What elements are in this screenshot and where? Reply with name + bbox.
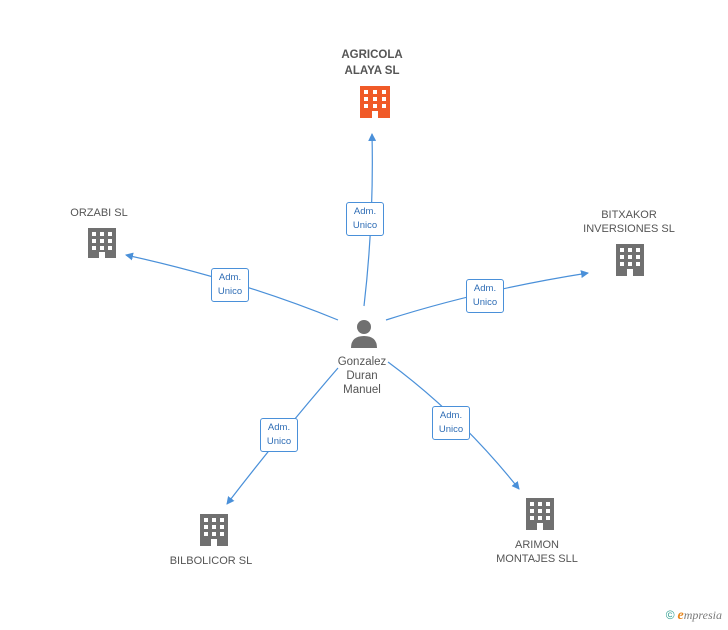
relation-label-orzabi: Adm. Unico — [211, 268, 249, 302]
relation-label-agricola: Adm. Unico — [346, 202, 384, 236]
company-label-agricola[interactable]: AGRICOLA ALAYA SL — [322, 47, 422, 79]
relation-line: Unico — [438, 424, 464, 435]
label-line: ALAYA SL — [344, 65, 400, 77]
relation-line: Adm. — [473, 283, 497, 294]
company-label-arimon[interactable]: ARIMON MONTAJES SLL — [482, 538, 592, 566]
label-line: Gonzalez — [337, 356, 387, 368]
relation-line: Adm. — [267, 422, 291, 433]
person-label[interactable]: Gonzalez Duran Manuel — [322, 355, 402, 397]
company-label-bilbolicor[interactable]: BILBOLICOR SL — [156, 554, 266, 568]
relation-line: Adm. — [439, 410, 463, 421]
copyright-icon: © — [665, 608, 675, 622]
label-line: INVERSIONES SL — [583, 223, 675, 235]
label-line: MONTAJES SLL — [496, 553, 578, 565]
relation-line: Unico — [352, 220, 378, 231]
label-line: Manuel — [343, 384, 381, 396]
building-icon[interactable] — [616, 244, 644, 276]
brand-logo-text: mpresia — [683, 608, 722, 622]
relation-label-bitxakor: Adm. Unico — [466, 279, 504, 313]
label-line: ARIMON — [515, 539, 559, 551]
company-label-bitxakor[interactable]: BITXAKOR INVERSIONES SL — [569, 208, 689, 236]
label-line: BITXAKOR — [601, 209, 657, 221]
relation-label-bilbolicor: Adm. Unico — [260, 418, 298, 452]
building-icon[interactable] — [360, 86, 390, 118]
relation-line: Unico — [266, 436, 292, 447]
building-icon[interactable] — [200, 514, 228, 546]
company-label-orzabi[interactable]: ORZABI SL — [49, 206, 149, 220]
relation-line: Unico — [472, 297, 498, 308]
relation-line: Adm. — [353, 206, 377, 217]
relation-label-arimon: Adm. Unico — [432, 406, 470, 440]
label-line: Duran — [346, 370, 378, 382]
brand-logo-initial: e — [677, 608, 684, 623]
relation-line: Unico — [217, 286, 243, 297]
label-line: AGRICOLA — [341, 49, 403, 61]
person-icon[interactable] — [351, 320, 377, 348]
label-line: BILBOLICOR SL — [169, 555, 253, 567]
brand-footer: ©empresia — [666, 608, 722, 624]
building-icon[interactable] — [88, 228, 116, 258]
label-line: ORZABI SL — [70, 207, 128, 219]
relation-line: Adm. — [218, 272, 242, 283]
building-icon[interactable] — [526, 498, 554, 530]
